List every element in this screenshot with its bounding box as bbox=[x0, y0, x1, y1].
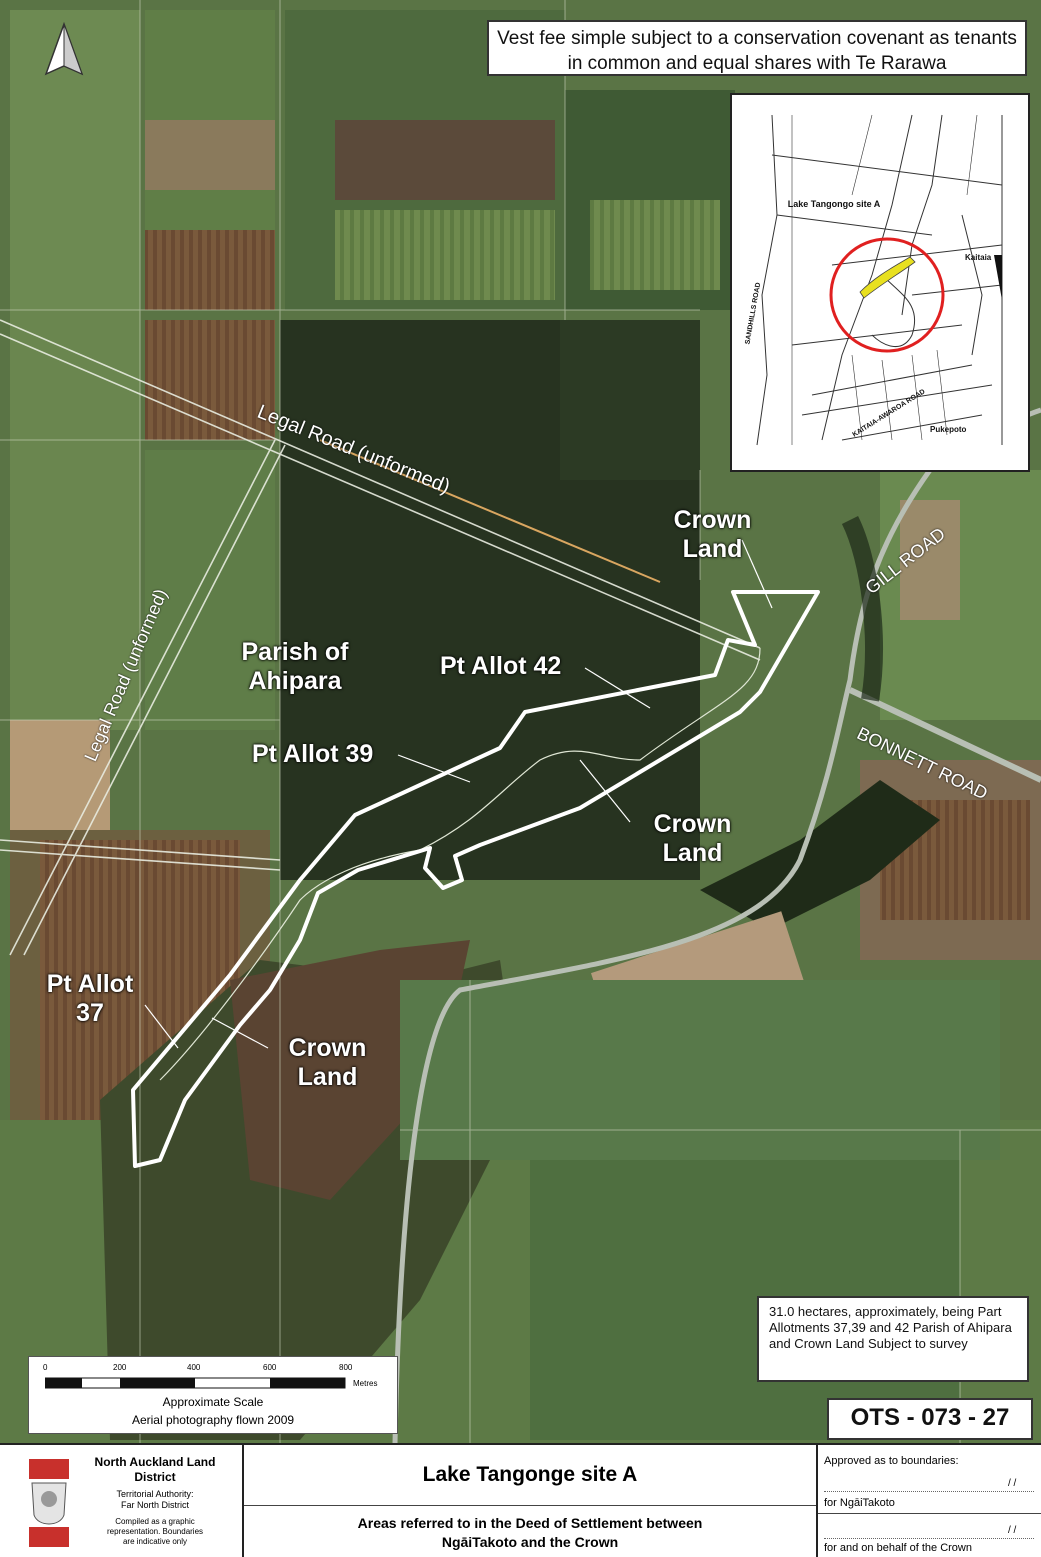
footer-date-mark-1: / / bbox=[1008, 1478, 1017, 1489]
footer-divider-2 bbox=[818, 1513, 1041, 1514]
title-note-text: Vest fee simple subject to a conservatio… bbox=[497, 28, 1017, 74]
footer-disclaimer-2: representation. Boundaries bbox=[106, 1527, 204, 1536]
footer-signature-line-1 bbox=[824, 1491, 1034, 1492]
scale-tick-400: 400 bbox=[187, 1363, 201, 1372]
inset-line-map bbox=[756, 114, 1003, 446]
footer-district: North Auckland Land District bbox=[94, 1455, 216, 1484]
area-note: 31.0 hectares, approximately, being Part… bbox=[757, 1296, 1029, 1382]
scale-caption: Approximate Scale bbox=[162, 1395, 264, 1409]
scale-bar: 0 200 400 600 800 Metres Approximate Sca… bbox=[28, 1356, 398, 1434]
footer-subtitle-1: Areas referred to in the Deed of Settlem… bbox=[357, 1515, 703, 1531]
scale-tick-0: 0 bbox=[43, 1363, 48, 1372]
title-block: North Auckland Land District Territorial… bbox=[0, 1443, 1041, 1557]
footer-authority-2: Far North District bbox=[120, 1500, 189, 1510]
scale-tick-800: 800 bbox=[339, 1363, 353, 1372]
coat-of-arms-icon bbox=[29, 1459, 69, 1547]
footer-disclaimer-1: Compiled as a graphic bbox=[115, 1517, 195, 1526]
inset-pukepoto-label: Pukepoto bbox=[930, 425, 967, 434]
footer-approval-cell: Approved as to boundaries: / / for NgāiT… bbox=[818, 1445, 1041, 1557]
aerial-map[interactable]: Vest fee simple subject to a conservatio… bbox=[0, 0, 1041, 1443]
pt-allot-37-label: Pt Allot 37 bbox=[46, 970, 134, 1027]
parish-label: Parish of Ahipara bbox=[241, 638, 349, 695]
crown-land-label-ne: Crown Land bbox=[673, 506, 752, 563]
footer-disclaimer-3: are indicative only bbox=[122, 1537, 188, 1546]
area-note-text: 31.0 hectares, approximately, being Part… bbox=[769, 1304, 1012, 1351]
location-inset-map[interactable]: Lake Tangongo site A Kaitaia SANDHILLS R… bbox=[730, 93, 1030, 472]
inset-site-label: Lake Tangongo site A bbox=[787, 199, 881, 209]
footer-authority-1: Territorial Authority: bbox=[116, 1489, 194, 1499]
pt-allot-42-label: Pt Allot 42 bbox=[440, 652, 562, 680]
footer-date-mark-2: / / bbox=[1008, 1525, 1017, 1536]
footer-subtitle-2: NgāiTakoto and the Crown bbox=[441, 1534, 619, 1550]
crown-land-label-mid: Crown Land bbox=[653, 810, 732, 867]
footer-for-2: for and on behalf of the Crown bbox=[824, 1542, 972, 1554]
scale-photo-note: Aerial photography flown 2009 bbox=[131, 1413, 295, 1427]
north-arrow-icon bbox=[44, 22, 84, 76]
scale-tick-200: 200 bbox=[113, 1363, 127, 1372]
scale-bar-graphic bbox=[45, 1377, 346, 1389]
crown-land-label-sw: Crown Land bbox=[288, 1034, 367, 1091]
footer-title: Lake Tangonge site A bbox=[422, 1463, 638, 1486]
title-note: Vest fee simple subject to a conservatio… bbox=[487, 20, 1027, 76]
inset-kaitaia-label: Kaitaia bbox=[965, 253, 992, 262]
pt-allot-39-label: Pt Allot 39 bbox=[252, 740, 374, 768]
scale-unit: Metres bbox=[353, 1379, 378, 1388]
footer-approved: Approved as to boundaries: bbox=[824, 1455, 959, 1467]
footer-district-cell: North Auckland Land District Territorial… bbox=[0, 1445, 244, 1557]
scale-tick-600: 600 bbox=[263, 1363, 277, 1372]
footer-title-cell: Lake Tangonge site A Areas referred to i… bbox=[244, 1445, 818, 1557]
footer-for-1: for NgāiTakoto bbox=[824, 1497, 895, 1509]
footer-signature-line-2 bbox=[824, 1538, 1034, 1539]
ots-reference: OTS - 073 - 27 bbox=[827, 1398, 1033, 1440]
footer-divider bbox=[244, 1505, 816, 1506]
ots-reference-text: OTS - 073 - 27 bbox=[850, 1404, 1010, 1431]
